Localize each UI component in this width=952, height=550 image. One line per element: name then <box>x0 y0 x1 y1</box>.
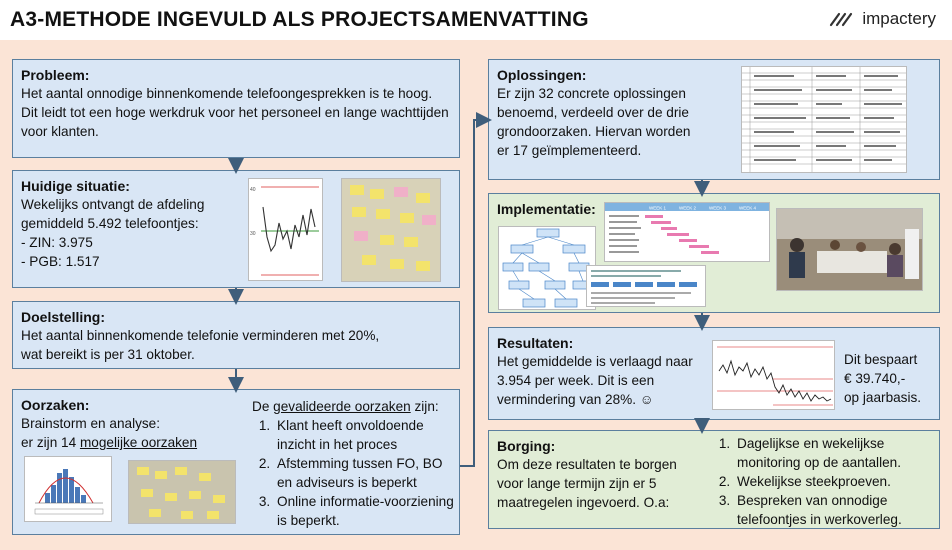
results-chart-graphic <box>717 346 833 406</box>
resultaten-heading: Resultaten: <box>497 335 574 351</box>
oorzaken-box: Oorzaken: Brainstorm en analyse: er zijn… <box>12 389 460 535</box>
doelstelling-line-1: Het aantal binnenkomende telefonie vermi… <box>21 328 380 343</box>
oplossingen-line-2: benoemd, verdeeld over de drie <box>497 105 689 120</box>
svg-text:30: 30 <box>250 231 256 237</box>
impactery-logo-icon <box>830 12 853 27</box>
gantt-chart-thumbnail: WEEK 1 WEEK 2 WEEK 3 WEEK 4 <box>604 202 770 262</box>
borging-line-3: maatregelen ingevoerd. O.a: <box>497 495 670 510</box>
validated-suffix: zijn: <box>410 399 439 414</box>
solutions-table-graphic <box>742 67 906 172</box>
doelstelling-box: Doelstelling: Het aantal binnenkomende t… <box>12 301 460 369</box>
brand-logo: impactery <box>829 9 936 29</box>
cause-item: Online informatie-voorziening is beperkt… <box>274 492 456 530</box>
resultaten-line-2: 3.954 per week. Dit is een <box>497 373 655 388</box>
borging-heading: Borging: <box>497 438 556 454</box>
huidige-line-1: Wekelijks ontvangt de afdeling <box>21 197 205 212</box>
cause-item: Afstemming tussen FO, BO en adviseurs is… <box>274 454 456 492</box>
checklist-graphic <box>591 270 697 304</box>
oplossingen-line-1: Er zijn 32 concrete oplossingen <box>497 86 686 101</box>
huidige-line-3: - ZIN: 3.975 <box>21 235 93 250</box>
probleem-box: Probleem: Het aantal onnodige binnenkome… <box>12 59 460 158</box>
savings-line-2: € 39.740,- <box>844 371 906 386</box>
gantt-week-4-label: WEEK 4 <box>739 206 757 211</box>
results-chart-thumbnail <box>712 340 835 410</box>
oorzaken-line-2-prefix: er zijn 14 <box>21 435 80 450</box>
histogram-graphic <box>34 469 104 515</box>
gevalideerde-oorzaken-text: gevalideerde oorzaken <box>273 399 411 414</box>
cause-item: Klant heeft onvoldoende inzicht in het p… <box>274 416 456 454</box>
resultaten-line-3: vermindering van 28%. ☺ <box>497 392 654 407</box>
oplossingen-line-3: grondoorzaken. Hiervan worden <box>497 124 691 139</box>
validated-causes: De gevalideerde oorzaken zijn: Klant hee… <box>252 397 456 530</box>
brainstorm-photo <box>128 460 236 524</box>
meeting-graphic <box>777 209 922 290</box>
oplossingen-heading: Oplossingen: <box>497 67 587 83</box>
resultaten-line-1: Het gemiddelde is verlaagd naar <box>497 354 693 369</box>
oplossingen-line-4: er 17 geïmplementeerd. <box>497 143 642 158</box>
validated-causes-intro: De gevalideerde oorzaken zijn: <box>252 397 456 416</box>
savings-line-1: Dit bespaart <box>844 352 918 367</box>
histogram-thumbnail <box>24 456 112 522</box>
page-title: A3-METHODE INGEVULD ALS PROJECTSAMENVATT… <box>10 8 589 31</box>
control-chart-thumbnail: 40 30 <box>248 178 323 281</box>
doelstelling-heading: Doelstelling: <box>21 309 106 325</box>
huidige-line-4: - PGB: 1.517 <box>21 254 100 269</box>
savings-line-3: op jaarbasis. <box>844 390 922 405</box>
logo-text: impactery <box>862 9 936 28</box>
control-chart-graphic: 40 30 <box>250 186 319 276</box>
savings-text: Dit bespaart € 39.740,- op jaarbasis. <box>844 350 934 407</box>
probleem-heading: Probleem: <box>21 67 90 83</box>
gantt-week-1-label: WEEK 1 <box>649 206 667 211</box>
borging-line-2: voor lange termijn zijn er 5 <box>497 476 657 491</box>
borging-item: Dagelijkse en wekelijkse monitoring op d… <box>734 434 934 472</box>
flowchart-graphic <box>502 228 594 308</box>
huidige-line-2: gemiddeld 5.492 telefoontjes: <box>21 216 199 231</box>
borging-item: Bespreken van onnodige telefoontjes in w… <box>734 491 934 529</box>
flowchart-thumbnail <box>498 226 596 310</box>
gantt-week-3-label: WEEK 3 <box>709 206 727 211</box>
validated-causes-list: Klant heeft onvoldoende inzicht in het p… <box>252 416 456 530</box>
validated-prefix: De <box>252 399 274 414</box>
oorzaken-line-1: Brainstorm en analyse: <box>21 416 161 431</box>
implementatie-heading: Implementatie: <box>497 201 596 217</box>
borging-item: Wekelijkse steekproeven. <box>734 472 934 491</box>
mogelijke-oorzaken-text: mogelijke oorzaken <box>79 435 198 450</box>
borging-list: Dagelijkse en wekelijkse monitoring op d… <box>712 434 934 529</box>
sticky-notes-photo <box>341 178 441 282</box>
meeting-photo <box>776 208 923 291</box>
brainstorm-graphic <box>129 461 235 523</box>
borging-line-1: Om deze resultaten te borgen <box>497 457 677 472</box>
svg-text:40: 40 <box>250 187 256 193</box>
huidige-heading: Huidige situatie: <box>21 178 130 194</box>
checklist-thumbnail <box>586 265 706 307</box>
gantt-week-2-label: WEEK 2 <box>679 206 697 211</box>
solutions-table-thumbnail <box>741 66 907 173</box>
sticky-notes-graphic <box>342 179 440 281</box>
doelstelling-line-2: wat bereikt is per 31 oktober. <box>21 347 195 362</box>
oorzaken-line-2: er zijn 14 mogelijke oorzaken <box>21 433 451 452</box>
oorzaken-heading: Oorzaken: <box>21 397 90 413</box>
probleem-text: Het aantal onnodige binnenkomende telefo… <box>21 86 449 139</box>
borging-box: Borging: Om deze resultaten te borgen vo… <box>488 430 940 529</box>
gantt-chart-graphic: WEEK 1 WEEK 2 WEEK 3 WEEK 4 <box>605 203 769 254</box>
